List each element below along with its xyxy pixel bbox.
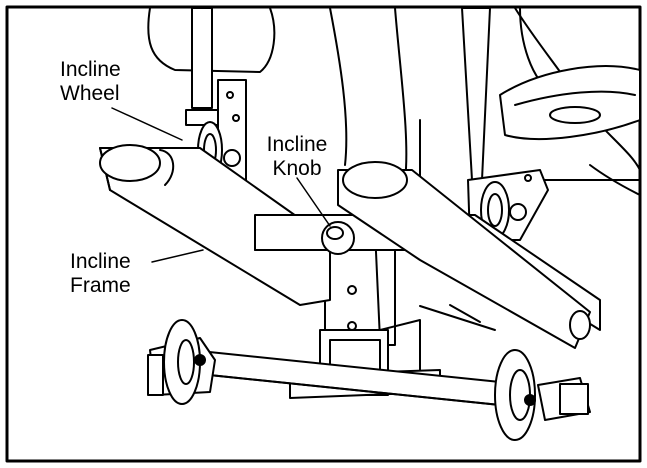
diagram-border xyxy=(5,5,642,463)
left-post xyxy=(185,7,219,126)
incline-knob-label-line2: Knob xyxy=(272,157,322,180)
incline-wheel-label: Incline Wheel xyxy=(60,58,121,106)
incline-wheel-label-line1: Incline xyxy=(60,58,121,81)
incline-knob-label: Incline Knob xyxy=(242,133,352,181)
incline-knob xyxy=(321,221,355,255)
left-incline-frame xyxy=(99,144,331,306)
left-base-wheel xyxy=(147,319,216,405)
incline-frame-label-line2: Frame xyxy=(70,274,131,297)
right-post xyxy=(461,7,491,181)
right-base-wheel xyxy=(494,349,591,441)
right-incline-frame xyxy=(337,161,591,349)
leader-lines xyxy=(111,107,331,263)
incline-wheel-label-line2: Wheel xyxy=(60,82,120,105)
incline-knob-label-line1: Incline xyxy=(266,133,328,156)
right-pedal xyxy=(499,65,641,140)
incline-frame-label-line1: Incline xyxy=(70,250,131,273)
incline-frame-label: Incline Frame xyxy=(70,250,131,298)
